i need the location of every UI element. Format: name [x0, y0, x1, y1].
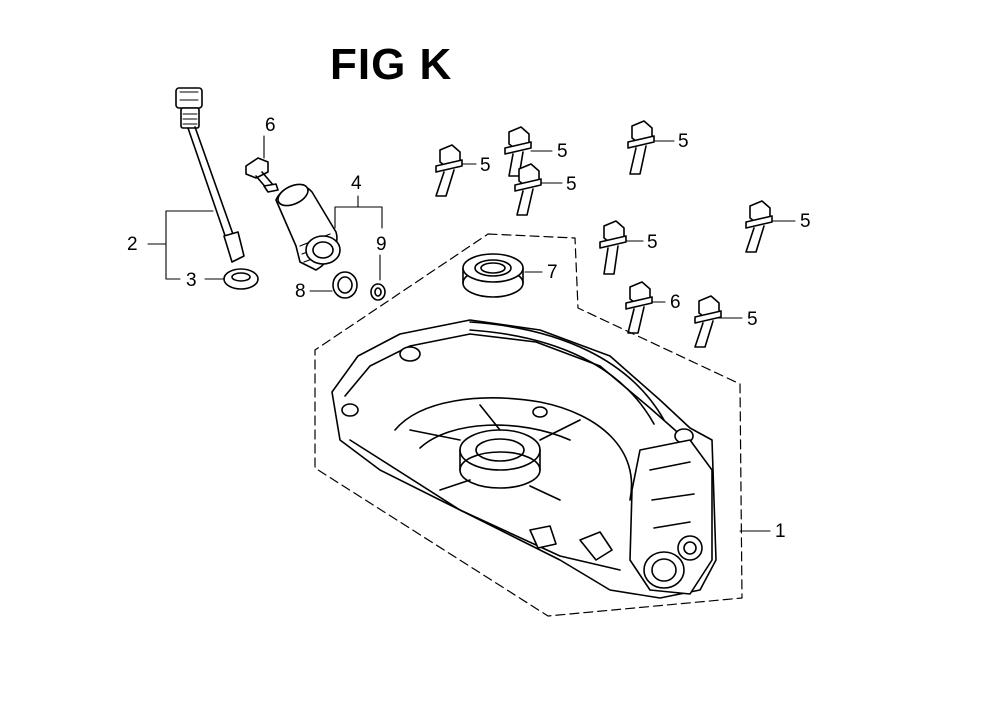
bolt-5-f: [745, 200, 773, 253]
washer-part: [223, 268, 259, 290]
callout-5-e: 5: [647, 232, 658, 253]
callout-7: 7: [547, 262, 558, 283]
callout-5-b: 5: [557, 141, 568, 162]
bolt-5-a: [435, 144, 463, 197]
callout-8: 8: [295, 281, 306, 302]
callout-5-c: 5: [566, 174, 577, 195]
callout-5-f: 5: [800, 211, 811, 232]
bolt-6-lower: [625, 281, 653, 334]
callout-4: 4: [351, 173, 362, 194]
bolt-5-d: [627, 120, 655, 175]
flange-bolts: [435, 120, 773, 348]
callout-6-top: 6: [265, 115, 276, 136]
callout-2: 2: [127, 234, 138, 255]
bolt-5-g: [694, 295, 722, 348]
o-ring-part: [332, 271, 358, 299]
bolt-5-c: [514, 163, 542, 216]
oil-seal-part: [462, 253, 524, 298]
leader-lines: [147, 135, 796, 532]
dipstick-part: [175, 87, 245, 263]
assembly-boundary-outline: [314, 233, 743, 617]
callout-1: 1: [775, 521, 786, 542]
callout-3: 3: [186, 270, 197, 291]
filler-neck-part: [275, 183, 341, 271]
bolt-5-b: [504, 126, 532, 177]
callout-5-d: 5: [678, 131, 689, 152]
callout-5-a: 5: [480, 155, 491, 176]
callout-9: 9: [376, 234, 387, 255]
small-ring-part: [370, 283, 386, 301]
callout-5-g: 5: [747, 309, 758, 330]
bolt-6-top: [245, 157, 279, 193]
bolt-5-e: [599, 220, 627, 275]
callout-6-lower: 6: [670, 292, 681, 313]
crankcase-cover-part: [331, 319, 717, 599]
figure-title: FIG K: [330, 40, 453, 89]
